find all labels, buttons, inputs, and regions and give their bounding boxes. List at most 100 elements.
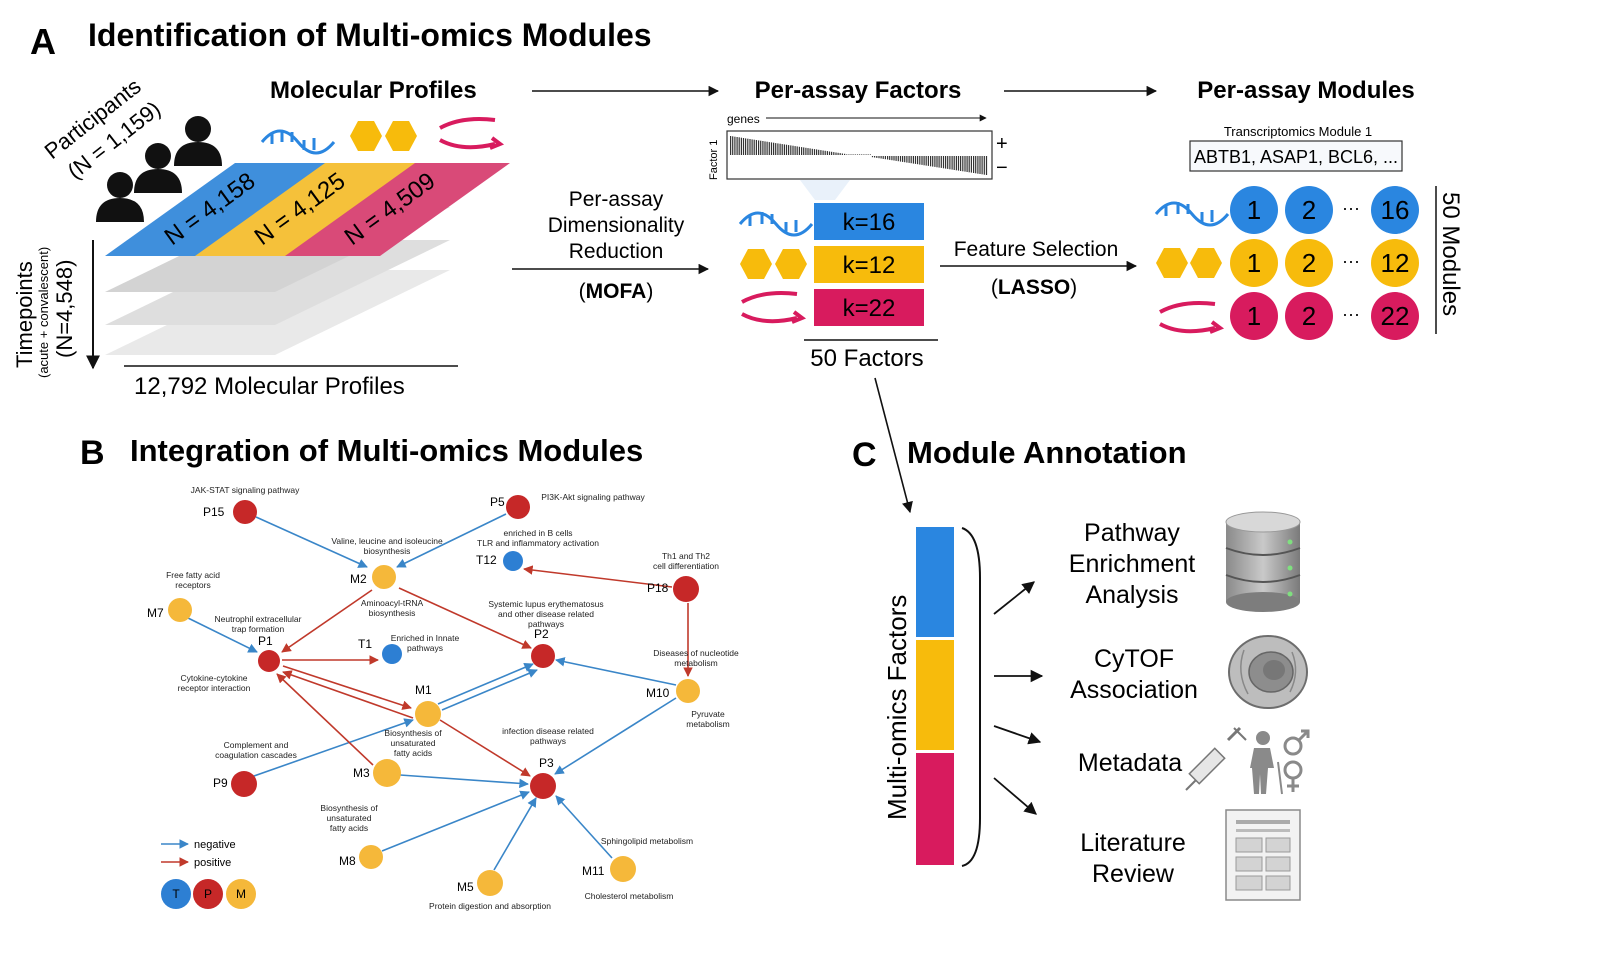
loading-bar bbox=[846, 154, 848, 155]
loading-bar bbox=[981, 156, 983, 175]
loading-bar bbox=[899, 156, 902, 162]
cytof-label-2: Association bbox=[1070, 676, 1198, 704]
annotation: Enriched in Innate bbox=[391, 633, 460, 643]
protein-icon bbox=[350, 121, 417, 151]
node-P2 bbox=[531, 644, 555, 668]
module-genes-box bbox=[1189, 140, 1403, 172]
loading-bar bbox=[884, 156, 886, 160]
loading-bar bbox=[893, 156, 895, 161]
dimred-line2: Dimensionality bbox=[548, 214, 685, 237]
multiomics-factors-label: Multi-omics Factors bbox=[882, 595, 912, 820]
loading-bar bbox=[796, 146, 798, 155]
loading-bar bbox=[852, 154, 854, 155]
loading-bar bbox=[818, 149, 820, 155]
edge-negative bbox=[255, 516, 368, 568]
loading-bar bbox=[947, 156, 949, 169]
loading-bar bbox=[880, 156, 882, 159]
modules-total: 50 Modules bbox=[1437, 192, 1464, 316]
loading-bar bbox=[949, 156, 951, 170]
factor-k-0: k=16 bbox=[843, 209, 896, 236]
node-label: M7 bbox=[147, 606, 164, 620]
loading-bar bbox=[770, 142, 773, 155]
loading-callout bbox=[800, 180, 850, 200]
node-M5 bbox=[477, 870, 503, 896]
node-label: P5 bbox=[490, 495, 505, 509]
database-icon bbox=[1225, 511, 1301, 612]
factor-box-metabolomics bbox=[814, 289, 924, 326]
annotation: pathways bbox=[530, 736, 566, 746]
loading-bar bbox=[975, 156, 977, 174]
network-legend: negative positive T P M bbox=[161, 839, 256, 909]
loading-bar bbox=[861, 154, 863, 155]
loading-bar bbox=[758, 140, 760, 155]
module-grid: 1 2 ··· 16 1 2 ··· 12 1 2 ··· bbox=[1230, 186, 1419, 340]
annotation: Sphingolipid metabolism bbox=[601, 836, 693, 846]
loading-bar bbox=[730, 136, 732, 155]
node-M8 bbox=[359, 845, 383, 869]
loading-bar bbox=[878, 156, 880, 159]
loading-bar bbox=[803, 147, 805, 155]
factor-bar-transcriptomics bbox=[916, 527, 954, 637]
annotation: Biosynthesis of bbox=[320, 803, 378, 813]
loading-bar bbox=[740, 137, 742, 155]
pathway-label-3: Analysis bbox=[1085, 581, 1178, 609]
loading-bar bbox=[773, 142, 775, 155]
legend-node-M bbox=[226, 879, 256, 909]
panel-b-title: Integration of Multi-omics Modules bbox=[130, 433, 643, 468]
annotation: infection disease related bbox=[502, 726, 594, 736]
module-circle bbox=[1230, 186, 1278, 234]
panel-b: B Integration of Multi-omics Modules bbox=[80, 433, 739, 911]
loading-bar bbox=[813, 149, 816, 155]
factors-total: 50 Factors bbox=[810, 345, 923, 372]
edge-negative bbox=[396, 513, 507, 568]
loading-bar bbox=[940, 156, 942, 168]
module-ellipsis: ··· bbox=[1342, 304, 1360, 324]
loading-bar bbox=[887, 156, 889, 160]
loading-bar bbox=[979, 156, 981, 174]
annotation: Protein digestion and absorption bbox=[429, 901, 551, 911]
module-caption: Transcriptomics Module 1 bbox=[1224, 124, 1372, 139]
panel-a-title: Identification of Multi-omics Modules bbox=[88, 17, 652, 53]
annotation: fatty acids bbox=[330, 823, 368, 833]
dimred-method: MOFA bbox=[586, 280, 647, 303]
node-label: M1 bbox=[415, 683, 432, 697]
annotation: Complement and bbox=[224, 740, 289, 750]
literature-label-1: Literature bbox=[1080, 829, 1186, 857]
feature-method: LASSO bbox=[998, 276, 1070, 299]
annotation: PI3K-Akt signaling pathway bbox=[541, 492, 645, 502]
annotation: pathways bbox=[407, 643, 443, 653]
module-number: 22 bbox=[1381, 301, 1410, 331]
loading-bar bbox=[751, 139, 753, 155]
module-number: 12 bbox=[1381, 248, 1410, 278]
total-profiles: 12,792 Molecular Profiles bbox=[134, 373, 405, 400]
loading-bar bbox=[934, 156, 936, 167]
annotation: Pyruvate bbox=[691, 709, 725, 719]
pathway-label-2: Enrichment bbox=[1069, 550, 1195, 578]
loading-bar bbox=[973, 156, 975, 173]
loading-bar bbox=[962, 156, 964, 172]
annotation: TLR and inflammatory activation bbox=[477, 538, 599, 548]
loading-bar bbox=[809, 148, 811, 155]
annotation: Neutrophil extracellular bbox=[215, 614, 302, 624]
loading-bar bbox=[833, 152, 835, 155]
node-label: P15 bbox=[203, 505, 225, 519]
edge-negative bbox=[399, 774, 529, 789]
loading-bar bbox=[856, 154, 859, 155]
annotation: Cholesterol metabolism bbox=[585, 891, 674, 901]
timepoints-sub: (acute + convalescent) bbox=[36, 247, 51, 378]
module-number: 2 bbox=[1302, 248, 1316, 278]
loading-bar bbox=[762, 141, 764, 155]
loading-bar bbox=[777, 143, 779, 155]
loading-bar bbox=[783, 144, 785, 155]
annotation: coagulation cascades bbox=[215, 750, 297, 760]
profile-sheet-transcriptomics bbox=[105, 163, 330, 256]
node-P3 bbox=[530, 773, 556, 799]
panel-b-letter: B bbox=[80, 434, 105, 472]
loading-bar bbox=[824, 150, 826, 155]
node-T12 bbox=[503, 551, 523, 571]
node-T1 bbox=[382, 644, 402, 664]
node-label: P2 bbox=[534, 627, 549, 641]
loading-bar bbox=[927, 156, 929, 166]
rna-icon-2 bbox=[738, 211, 814, 237]
loading-bar bbox=[985, 156, 988, 175]
